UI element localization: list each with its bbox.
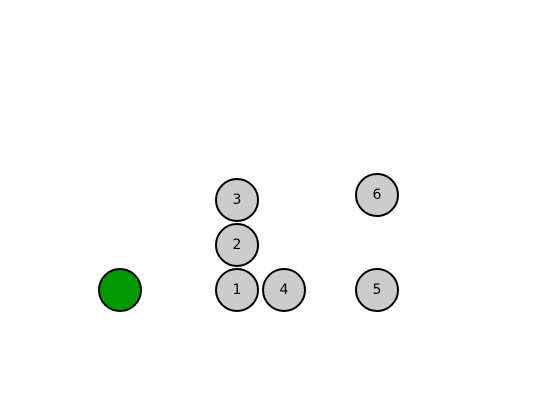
ball-6[interactable]: 6 — [355, 173, 399, 217]
ball-2[interactable]: 2 — [215, 223, 259, 267]
ball-3[interactable]: 3 — [215, 178, 259, 222]
ball-6-label: 6 — [372, 187, 382, 203]
ball-5[interactable]: 5 — [355, 268, 399, 312]
ball-2-label: 2 — [232, 237, 242, 253]
ball-3-label: 3 — [232, 192, 242, 208]
player-ball[interactable] — [98, 268, 142, 312]
ball-1[interactable]: 1 — [215, 268, 259, 312]
ball-5-label: 5 — [372, 282, 382, 298]
ball-4[interactable]: 4 — [262, 268, 306, 312]
ball-4-label: 4 — [279, 282, 289, 298]
ball-1-label: 1 — [232, 282, 242, 298]
